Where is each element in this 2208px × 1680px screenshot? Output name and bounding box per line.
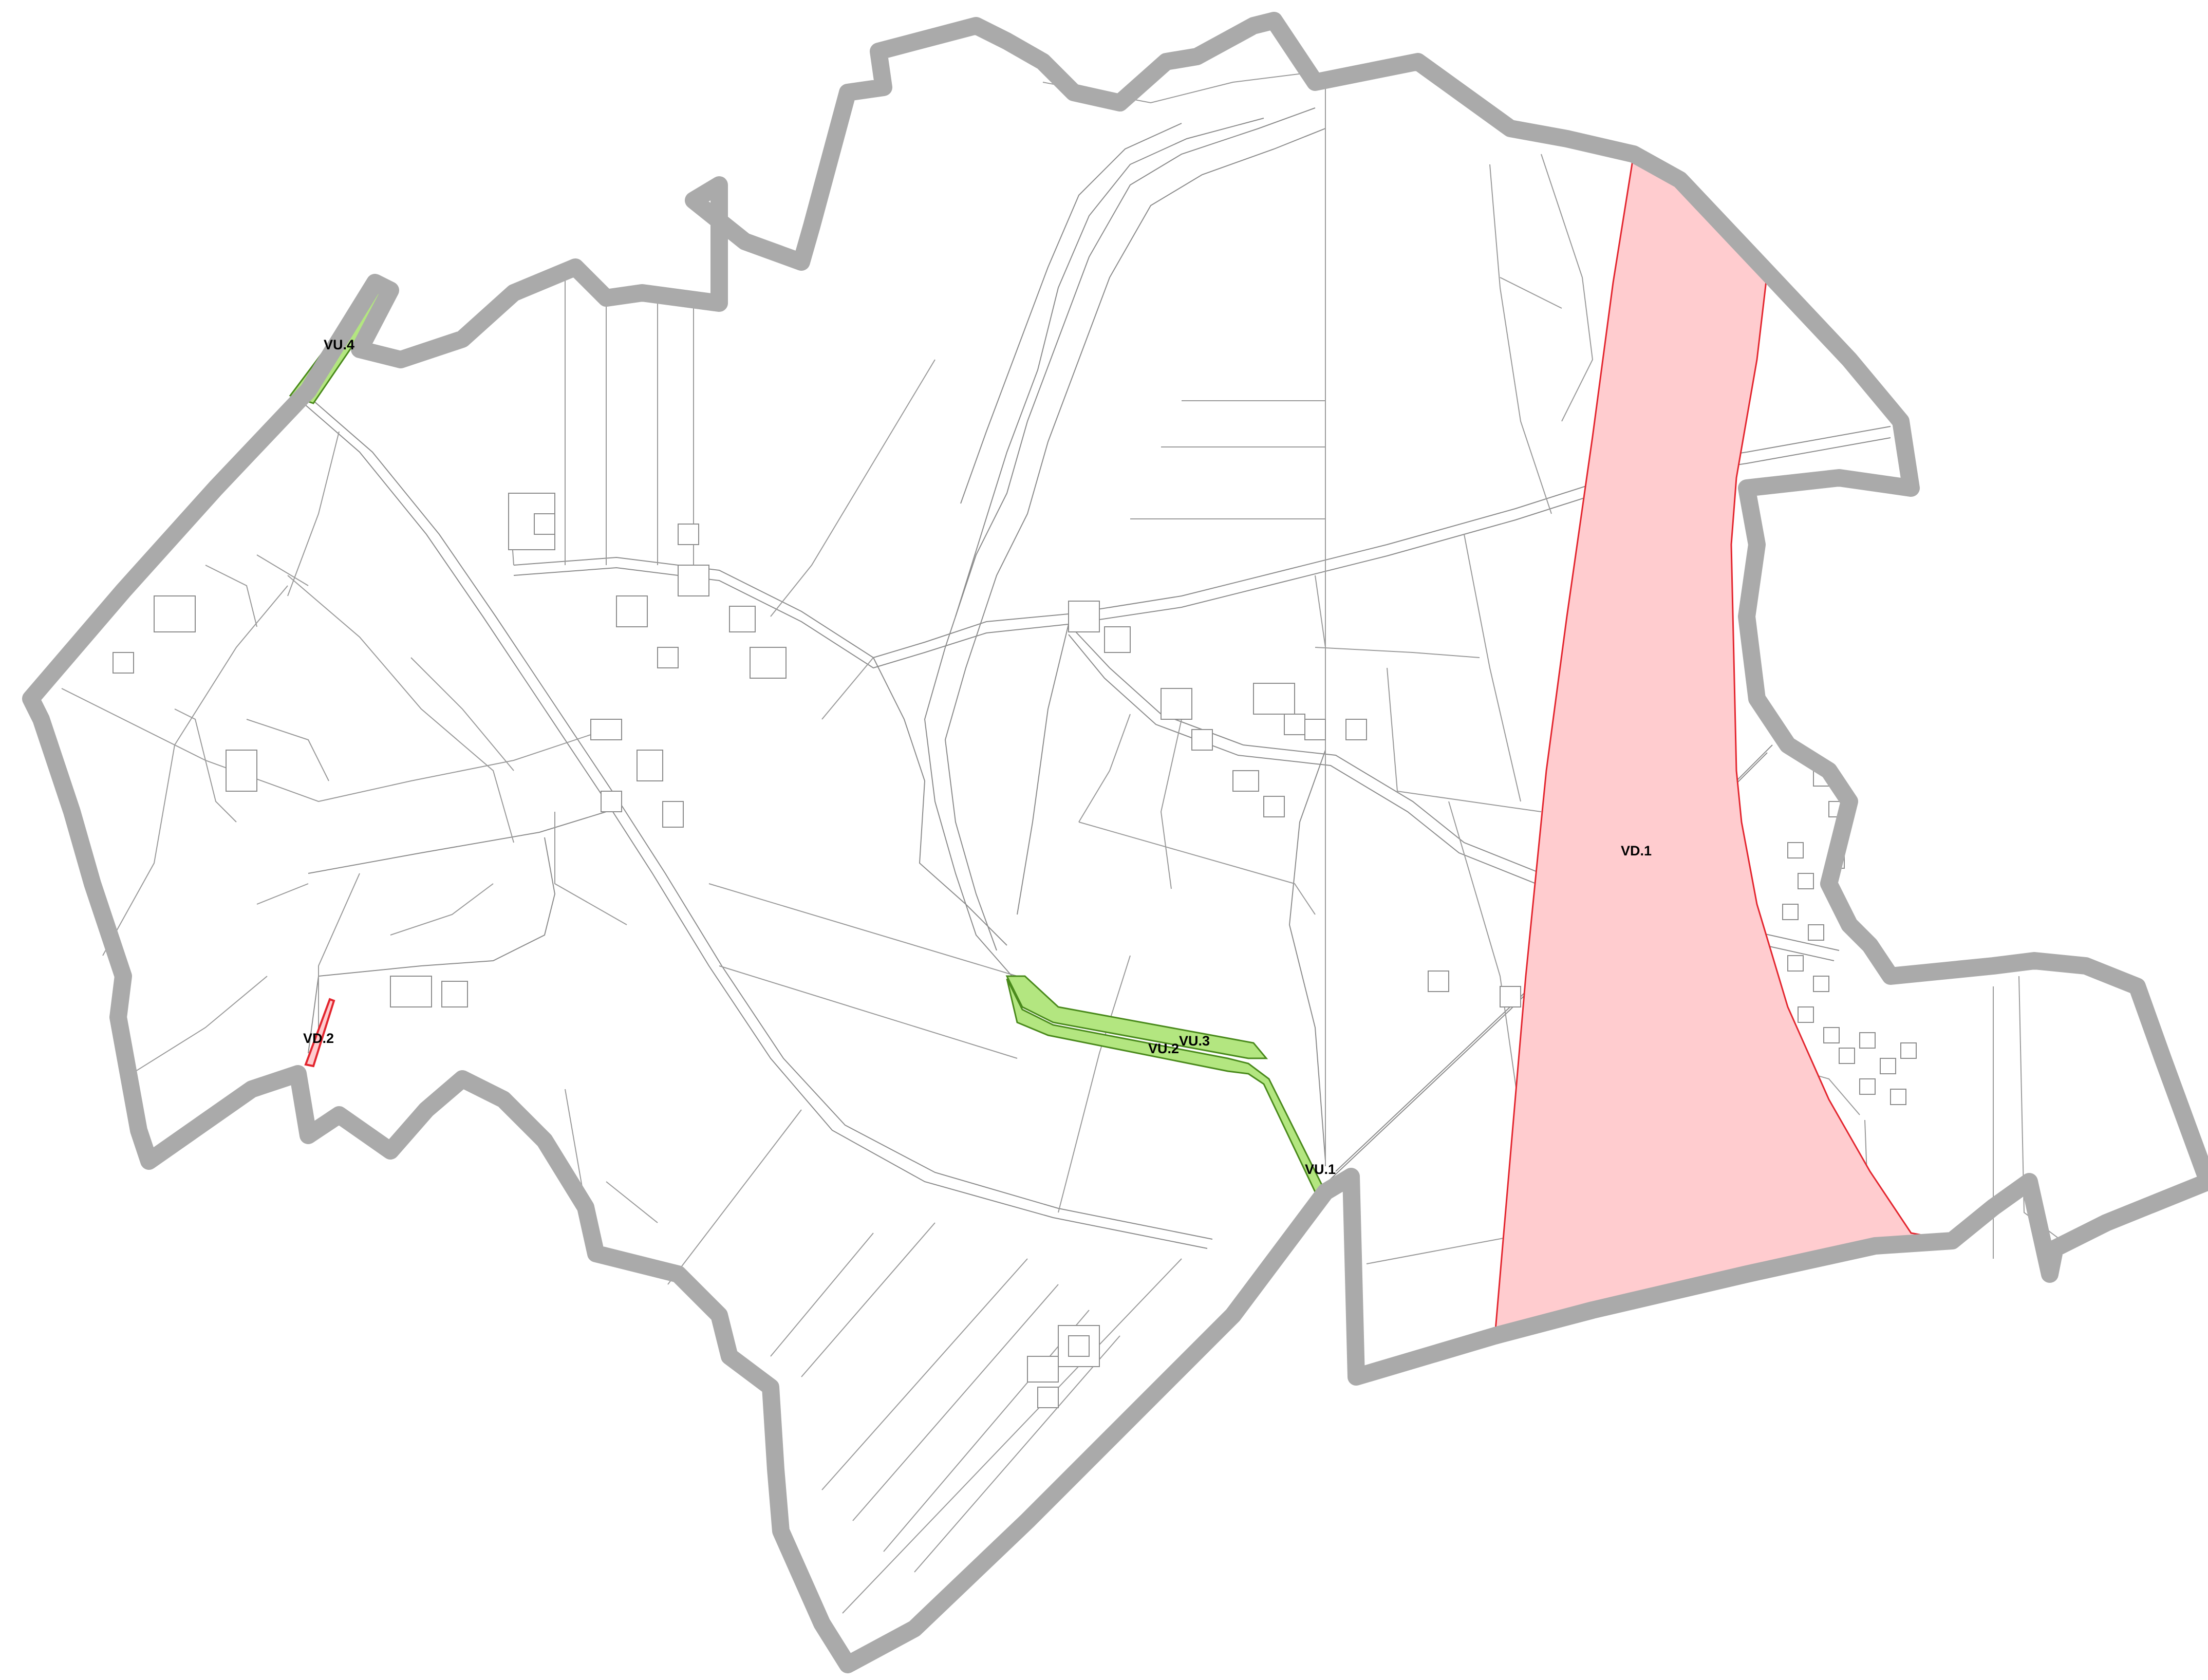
label-vu4: VU.4 xyxy=(324,337,354,352)
label-vd2: VD.2 xyxy=(303,1031,334,1046)
zone-labels: VD.1 VD.2 VU.1 VU.2 VU.3 VU.4 xyxy=(303,337,1652,1177)
label-vu3: VU.3 xyxy=(1179,1033,1210,1049)
label-vu1: VU.1 xyxy=(1305,1162,1336,1177)
zone-vd1[interactable] xyxy=(1494,153,1953,1337)
label-vd1: VD.1 xyxy=(1621,843,1652,858)
zone-vd2[interactable] xyxy=(304,998,335,1068)
municipal-boundary xyxy=(22,12,2208,1673)
zone-vu-strip-upper[interactable] xyxy=(1005,975,1268,1059)
label-vu2: VU.2 xyxy=(1148,1041,1179,1056)
stream-corridor xyxy=(924,107,1326,977)
